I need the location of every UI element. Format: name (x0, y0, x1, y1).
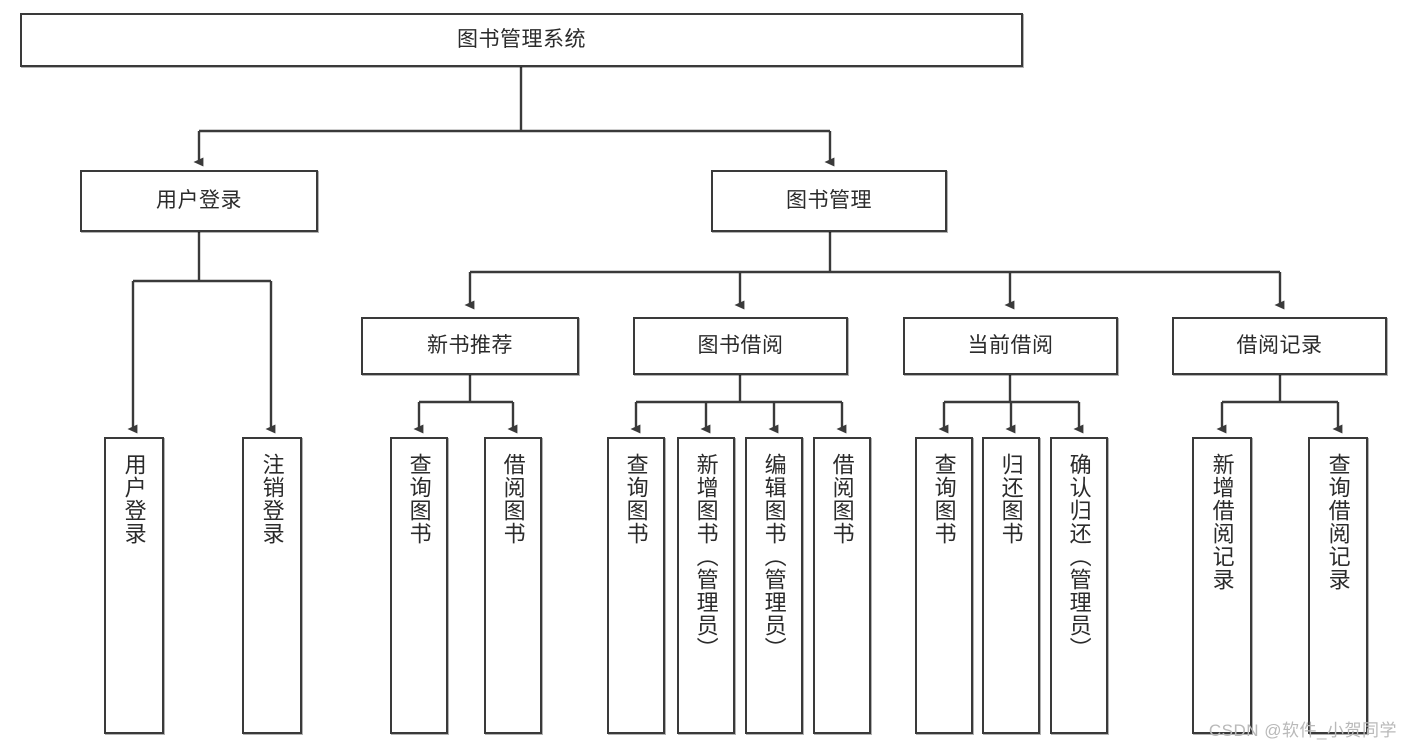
node-label: 确认归还（管理员） (1066, 453, 1092, 660)
leaf-query-book-2[interactable]: 查询图书 (607, 437, 665, 734)
leaf-edit-book[interactable]: 编辑图书（管理员） (745, 437, 803, 734)
leaf-confirm-return[interactable]: 确认归还（管理员） (1050, 437, 1108, 734)
node-root[interactable]: 图书管理系统 (20, 13, 1023, 67)
node-current-borrow[interactable]: 当前借阅 (903, 317, 1118, 375)
node-label: 新增图书（管理员） (693, 453, 719, 660)
node-label: 借阅图书 (829, 453, 855, 545)
node-label: 查询图书 (623, 453, 649, 545)
leaf-user-login[interactable]: 用户登录 (104, 437, 164, 734)
node-user-login[interactable]: 用户登录 (80, 170, 318, 232)
leaf-query-book-3[interactable]: 查询图书 (915, 437, 973, 734)
leaf-query-book-1[interactable]: 查询图书 (390, 437, 448, 734)
node-new-book-recommend[interactable]: 新书推荐 (361, 317, 579, 375)
node-label: 用户登录 (156, 188, 242, 212)
leaf-return-book[interactable]: 归还图书 (982, 437, 1040, 734)
node-label: 借阅图书 (500, 453, 526, 545)
node-label: 图书管理 (786, 188, 872, 212)
node-label: 图书管理系统 (457, 27, 586, 51)
node-label: 查询图书 (406, 453, 432, 545)
leaf-add-record[interactable]: 新增借阅记录 (1192, 437, 1252, 734)
leaf-logout[interactable]: 注销登录 (242, 437, 302, 734)
node-label: 借阅记录 (1236, 333, 1323, 357)
node-label: 编辑图书（管理员） (761, 453, 787, 660)
leaf-borrow-book-2[interactable]: 借阅图书 (813, 437, 871, 734)
leaf-borrow-book-1[interactable]: 借阅图书 (484, 437, 542, 734)
csdn-watermark: CSDN @软件_小贺同学 (1208, 721, 1397, 740)
leaf-query-record[interactable]: 查询借阅记录 (1308, 437, 1368, 734)
node-label: 查询图书 (931, 453, 957, 545)
node-label: 查询借阅记录 (1325, 453, 1351, 591)
node-label: 当前借阅 (967, 333, 1054, 357)
node-label: 用户登录 (121, 453, 147, 545)
node-book-manage[interactable]: 图书管理 (711, 170, 947, 232)
node-borrow-record[interactable]: 借阅记录 (1172, 317, 1387, 375)
node-label: 归还图书 (998, 453, 1024, 545)
node-label: 新书推荐 (427, 333, 513, 357)
node-book-borrow[interactable]: 图书借阅 (633, 317, 848, 375)
node-label: 新增借阅记录 (1209, 453, 1235, 591)
node-label: 注销登录 (259, 453, 285, 545)
leaf-add-book[interactable]: 新增图书（管理员） (677, 437, 735, 734)
node-label: 图书借阅 (697, 333, 784, 357)
